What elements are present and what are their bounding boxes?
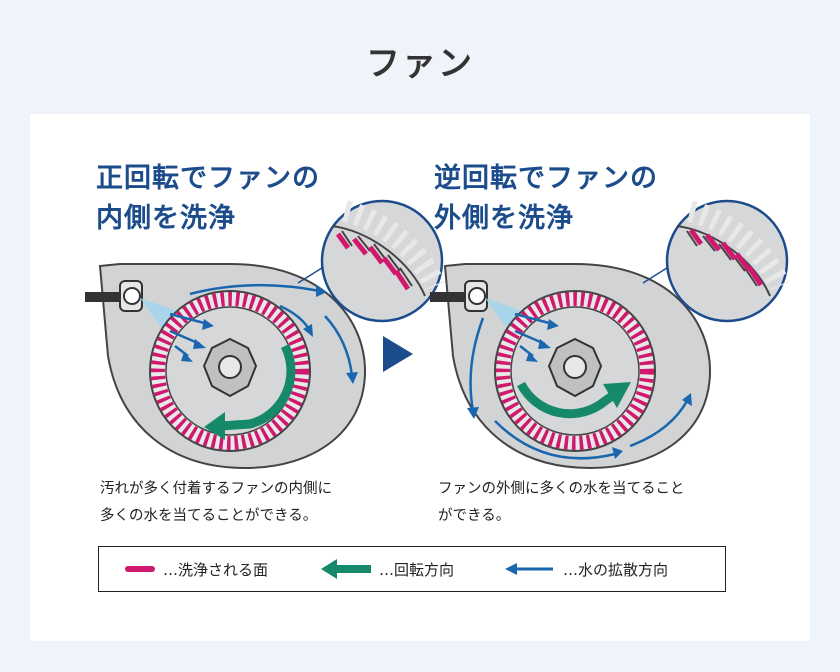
right-heading-line1: 逆回転でファンの xyxy=(434,163,658,194)
rotation-arrow xyxy=(219,343,296,431)
rotation-arrow xyxy=(517,381,618,419)
left-heading-line1: 正回転でファンの xyxy=(96,163,320,194)
legend-item-water-spread: …水の拡散方向 xyxy=(505,547,668,591)
diagram-card: 正回転でファンの 内側を洗浄 xyxy=(30,114,810,641)
legend: …洗浄される面 …回転方向 …水の拡散方向 xyxy=(98,546,726,592)
water-spread-arrow-icon xyxy=(505,563,553,575)
water-spread-arrows xyxy=(469,312,689,460)
rotation-arrow-icon xyxy=(321,559,371,579)
legend-water-spread-label: …水の拡散方向 xyxy=(563,560,669,579)
right-panel-heading: 逆回転でファンの 外側を洗浄 xyxy=(434,159,658,239)
fan-blades xyxy=(151,292,309,450)
panel-divider-arrow xyxy=(383,336,413,372)
left-panel-caption: 汚れが多く付着するファンの内側に 多くの水を当てることができる。 xyxy=(100,476,332,530)
page-title: ファン xyxy=(366,44,474,84)
callout-washed-surface xyxy=(688,228,764,287)
left-caption-line2: 多くの水を当てることができる。 xyxy=(100,508,318,524)
left-heading-line2: 内側を洗浄 xyxy=(96,203,236,234)
fan-blades xyxy=(496,292,654,450)
right-panel-caption: ファンの外側に多くの水を当てること ができる。 xyxy=(438,476,685,530)
water-nozzle-pipe xyxy=(430,292,475,302)
left-caption-line1: 汚れが多く付着するファンの内側に xyxy=(100,481,332,497)
fan-reverse-rotation-diagram xyxy=(430,199,791,470)
fan-forward-rotation-diagram xyxy=(85,199,446,470)
callout-washed-surface xyxy=(335,232,411,291)
washed-surface-swatch xyxy=(125,566,155,572)
right-caption-line1: ファンの外側に多くの水を当てること xyxy=(438,481,685,497)
right-caption-line2: ができる。 xyxy=(438,508,511,524)
left-panel-heading: 正回転でファンの 内側を洗浄 xyxy=(96,159,320,239)
legend-item-washed-surface: …洗浄される面 xyxy=(125,547,268,591)
legend-washed-surface-label: …洗浄される面 xyxy=(163,560,269,579)
right-heading-line2: 外側を洗浄 xyxy=(434,203,574,234)
water-nozzle-pipe xyxy=(85,292,130,302)
legend-item-rotation: …回転方向 xyxy=(321,547,454,591)
legend-rotation-label: …回転方向 xyxy=(379,560,455,579)
